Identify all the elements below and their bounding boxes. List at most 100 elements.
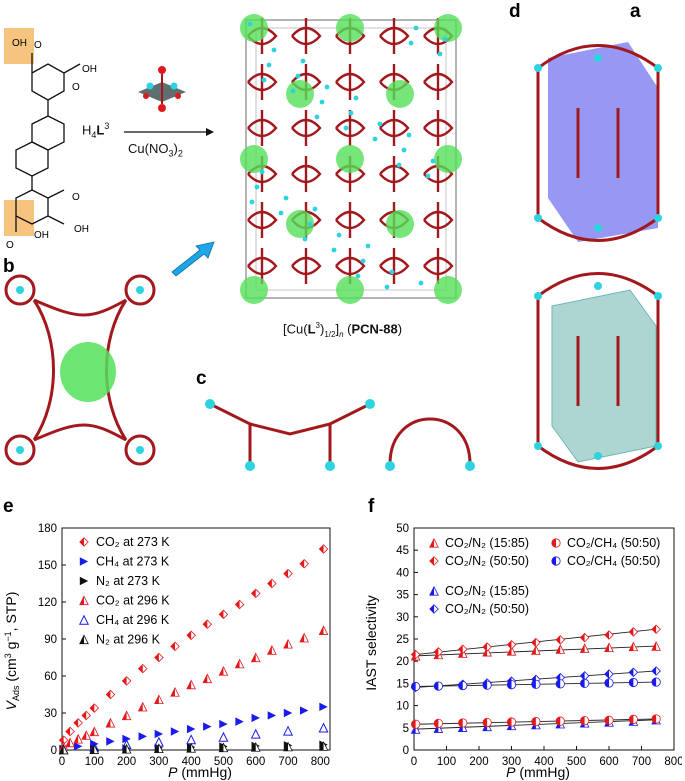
y-tick-label: 60 [44, 671, 57, 683]
cage-strut [33, 423, 127, 442]
acid-oh-3: OH [74, 224, 89, 235]
cage-node [124, 434, 156, 466]
data-point [507, 680, 512, 689]
paddlewheel-unit [138, 66, 186, 112]
framework-strut [247, 210, 278, 230]
cu-atom [266, 62, 272, 68]
y-tick-label: 90 [44, 634, 57, 646]
y-tick-label: 180 [38, 523, 57, 535]
data-point [429, 586, 434, 596]
data-point [283, 569, 289, 578]
data-point [299, 559, 305, 568]
data-point [629, 678, 634, 687]
x-tick-label: 800 [664, 756, 682, 768]
data-point [122, 744, 127, 754]
cage-strut [32, 299, 55, 441]
data-point [235, 717, 244, 726]
y-tick-label: 35 [396, 590, 409, 602]
cu-atom [271, 47, 277, 53]
cage-blue-d [534, 42, 662, 242]
cavity-sphere [434, 145, 462, 173]
cavity-sphere [386, 80, 414, 108]
data-point [235, 600, 240, 609]
x-tick-label: 400 [534, 756, 553, 768]
data-point [629, 715, 634, 724]
data-point [429, 538, 434, 548]
cu-atom [295, 73, 301, 79]
cage-node [124, 274, 156, 306]
data-point [90, 727, 95, 736]
reaction-arrow [124, 128, 214, 136]
linker-conformations-c [205, 399, 475, 471]
data-point [651, 666, 657, 676]
x-tick-label: 700 [632, 756, 651, 768]
cu-atom [360, 258, 366, 264]
acid-oh-4: OH [34, 230, 49, 241]
cu-atom [654, 442, 662, 450]
x-tick-label: 500 [214, 756, 233, 768]
data-point [604, 643, 609, 652]
y-tick-label: 5 [403, 723, 409, 735]
cu-atom [365, 399, 375, 409]
framework-label: [Cu(L3)1/2]n (PCN-88) [283, 321, 403, 339]
cu-atom [283, 195, 289, 201]
data-point [651, 677, 657, 687]
data-point [482, 722, 488, 731]
legend-entry: N₂ at 296 K [96, 633, 161, 647]
data-point [73, 742, 83, 751]
cu-atom [259, 169, 265, 175]
x-tick-label: 0 [59, 756, 65, 768]
cu-atom [343, 125, 349, 131]
cu-atom [594, 282, 602, 290]
linker-planar [209, 402, 371, 436]
data-point [267, 711, 277, 720]
panel-label-e: e [3, 496, 14, 517]
data-point [219, 610, 224, 619]
cu-atom [465, 461, 475, 471]
cu-atom [16, 446, 24, 454]
acid-oh-1: OH [12, 38, 27, 49]
x-tick-label: 200 [117, 756, 136, 768]
framework-strut [423, 72, 454, 92]
cu-atom [319, 99, 325, 105]
ligand-label: H4L3 [82, 121, 110, 140]
cu-atom [314, 114, 320, 120]
cage-strut [33, 298, 127, 317]
data-point [580, 633, 585, 642]
cu-atom [406, 132, 412, 138]
data-point [580, 716, 585, 725]
data-point [434, 647, 439, 657]
chart-e-xlabel: P (mmHg) [168, 764, 232, 780]
cu-atom [413, 25, 419, 31]
x-tick-label: 300 [502, 756, 521, 768]
data-point [531, 645, 536, 655]
legend-entry: CO₂/CH₄ (50:50) [567, 554, 660, 568]
cu-atom [442, 36, 448, 42]
data-point [138, 702, 143, 712]
data-point [434, 650, 439, 659]
cu-atom [385, 461, 395, 471]
framework-strut [291, 26, 322, 46]
panel-label-b: b [3, 256, 15, 277]
cu-atom [425, 173, 431, 179]
y-tick-label: 50 [396, 523, 409, 535]
data-point [319, 544, 324, 554]
y-tick-label: 30 [396, 612, 409, 624]
y-tick-label: 0 [403, 745, 409, 757]
y-tick-label: 10 [396, 701, 409, 713]
cu-atom [355, 273, 361, 279]
x-tick-label: 500 [567, 756, 586, 768]
data-point [283, 639, 289, 649]
x-tick-label: 100 [437, 756, 456, 768]
cu-atom [290, 88, 296, 94]
cu-atom [300, 58, 306, 64]
cage-strut [537, 444, 659, 470]
legend-entry: CH₄ at 296 K [96, 613, 170, 627]
reagent-label: Cu(NO3)2 [128, 141, 183, 159]
x-tick-label: 800 [311, 756, 330, 768]
data-point [458, 681, 463, 690]
cu-atom [261, 77, 267, 83]
data-point [580, 679, 585, 688]
cage-strut [536, 68, 660, 218]
data-point [186, 724, 196, 734]
